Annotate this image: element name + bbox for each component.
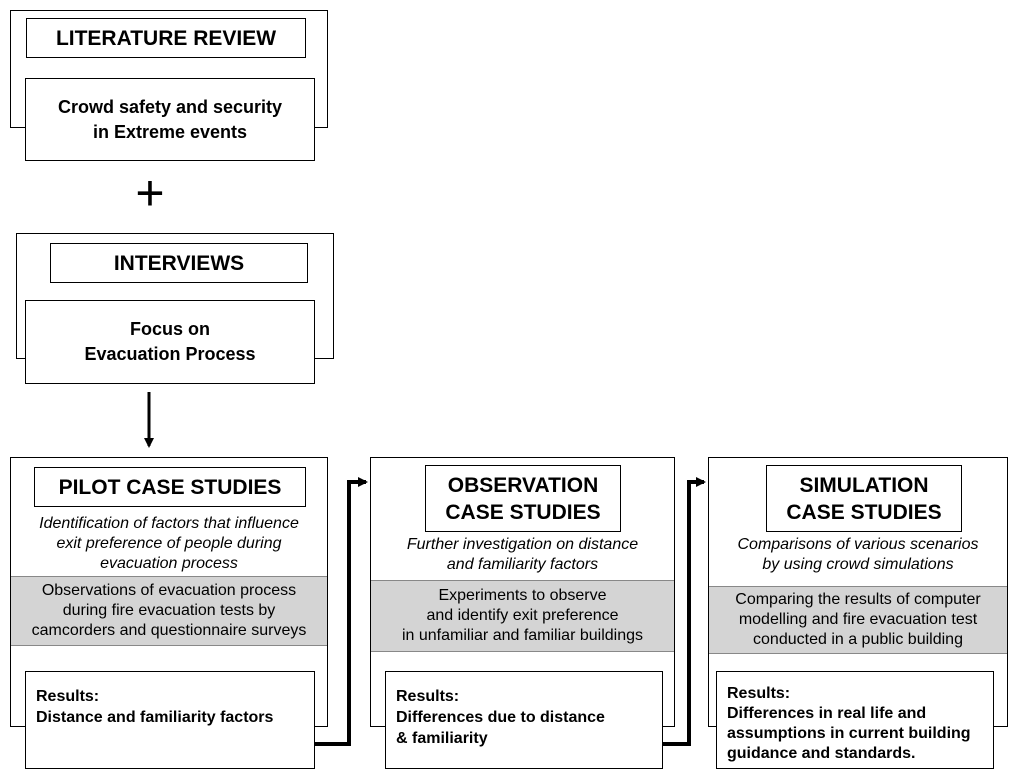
arrow-pilot-to-observation xyxy=(310,477,368,746)
interviews-title: INTERVIEWS xyxy=(50,243,308,283)
plus-icon: + xyxy=(135,165,165,221)
observation-results: Results: Differences due to distance & f… xyxy=(385,671,663,769)
observation-case-studies-title: OBSERVATION CASE STUDIES xyxy=(425,465,621,532)
pilot-method: Observations of evacuation process durin… xyxy=(11,576,327,646)
results-label: Results: xyxy=(396,688,460,705)
simulation-results: Results: Differences in real life and as… xyxy=(716,671,994,769)
literature-review-title: LITERATURE REVIEW xyxy=(26,18,306,58)
observation-method: Experiments to observe and identify exit… xyxy=(371,580,674,652)
simulation-case-studies-title: SIMULATION CASE STUDIES xyxy=(766,465,962,532)
observation-description: Further investigation on distance and fa… xyxy=(406,536,639,573)
pilot-description: Identification of factors that influence… xyxy=(39,515,299,572)
arrow-observation-to-simulation xyxy=(650,477,706,746)
results-label: Results: xyxy=(727,685,791,702)
results-label: Results: xyxy=(36,688,100,705)
interviews-topic: Focus on Evacuation Process xyxy=(25,300,315,384)
simulation-description: Comparisons of various scenarios by usin… xyxy=(737,536,979,573)
pilot-case-studies-title: PILOT CASE STUDIES xyxy=(34,467,306,507)
pilot-results: Results: Distance and familiarity factor… xyxy=(25,671,315,769)
simulation-method: Comparing the results of computer modell… xyxy=(709,586,1007,654)
literature-review-topic: Crowd safety and security in Extreme eve… xyxy=(25,78,315,161)
